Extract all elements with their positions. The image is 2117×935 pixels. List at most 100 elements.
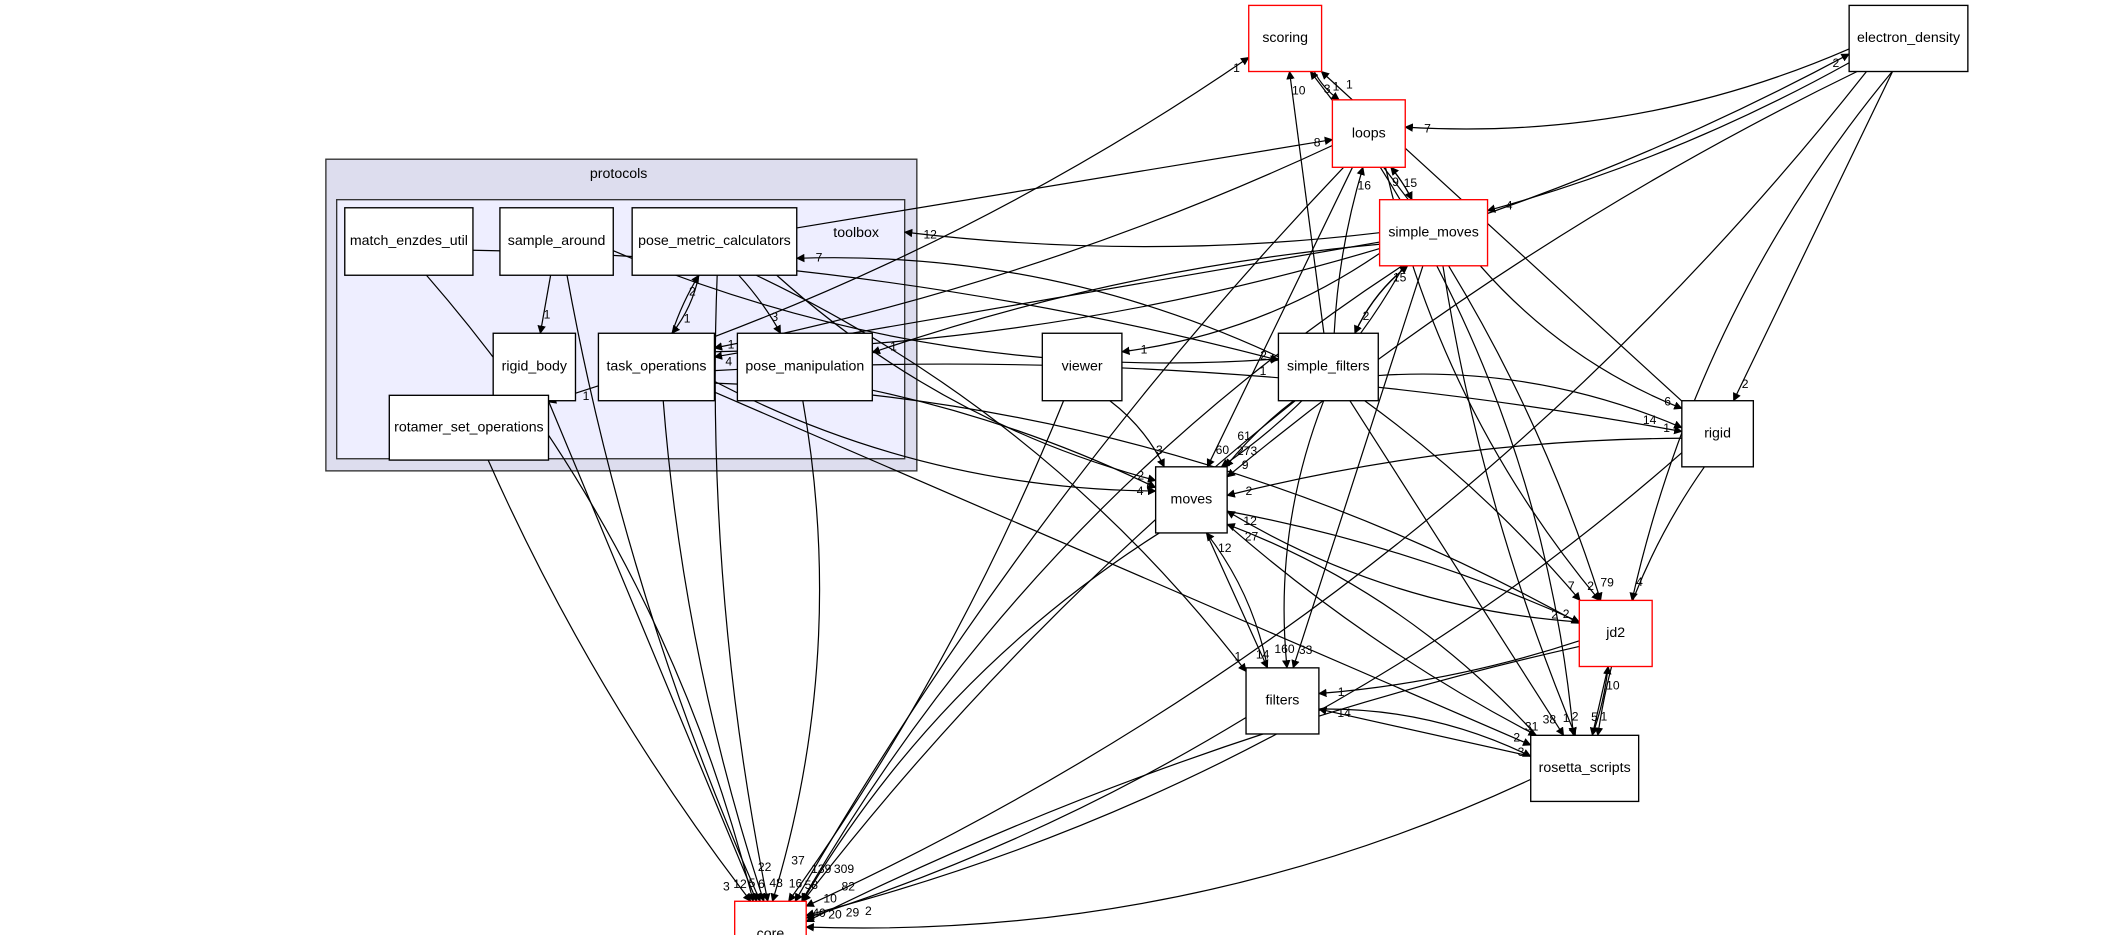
edge-label[interactable]: 2 bbox=[1245, 484, 1252, 498]
edge-label[interactable]: 9 bbox=[1392, 175, 1399, 189]
node-pose_metric_calculators[interactable]: pose_metric_calculators bbox=[631, 207, 798, 276]
edge-label[interactable]: 2 bbox=[1260, 348, 1267, 362]
node-viewer[interactable]: viewer bbox=[1041, 332, 1123, 402]
edge-label[interactable]: 5 bbox=[749, 876, 756, 890]
edge-label[interactable]: 79 bbox=[1600, 575, 1614, 589]
edge-label[interactable]: 61 bbox=[1237, 429, 1251, 443]
edge-label[interactable]: 31 bbox=[1525, 720, 1539, 734]
edge-viewer-to-moves[interactable] bbox=[1109, 400, 1165, 468]
edge-simple_moves-to-toolbox[interactable] bbox=[903, 228, 1380, 248]
edge-label[interactable]: 48 bbox=[769, 876, 783, 890]
edge-label[interactable]: 2 bbox=[1572, 710, 1579, 724]
edge-label[interactable]: 10 bbox=[1606, 678, 1620, 692]
edge-label[interactable]: 4 bbox=[1506, 199, 1513, 213]
edge-moves-to-jd2[interactable] bbox=[1227, 510, 1581, 623]
edge-jd2-to-filters[interactable] bbox=[1318, 640, 1580, 698]
edge-label[interactable]: 160 bbox=[1274, 642, 1294, 656]
edge-label[interactable]: 1 bbox=[544, 308, 551, 322]
edge-label[interactable]: 139 bbox=[811, 862, 831, 876]
edge-label[interactable]: 2 bbox=[1363, 309, 1370, 323]
node-rigid_body[interactable]: rigid_body bbox=[492, 332, 577, 402]
edge-electron_density-to-loops[interactable] bbox=[1404, 48, 1850, 132]
edge-label[interactable]: 7 bbox=[816, 251, 823, 265]
edge-rigid-to-moves[interactable] bbox=[1226, 437, 1682, 498]
edge-label[interactable]: 3 bbox=[723, 879, 730, 893]
edge-sample_around-to-simple_filters[interactable] bbox=[613, 250, 1280, 364]
node-electron_density[interactable]: electron_density bbox=[1848, 4, 1969, 73]
edge-label[interactable]: 1 bbox=[1235, 650, 1242, 664]
edge-rosetta_scripts-to-core[interactable] bbox=[805, 778, 1531, 932]
edge-electron_density-to-simple_moves[interactable] bbox=[1486, 62, 1850, 213]
edge-label[interactable]: 5 bbox=[1591, 710, 1598, 724]
edge-rotamer_set_operations-to-core[interactable] bbox=[487, 459, 752, 902]
edge-simple_filters-to-rigid[interactable] bbox=[1378, 373, 1683, 429]
edge-filters-to-rosetta_scripts[interactable] bbox=[1318, 708, 1532, 757]
edge-sample_around-to-core[interactable] bbox=[566, 275, 762, 903]
node-simple_filters[interactable]: simple_filters bbox=[1277, 332, 1379, 402]
edge-jd2-to-rosetta_scripts[interactable] bbox=[1589, 666, 1609, 737]
edge-label[interactable]: 15 bbox=[1393, 271, 1407, 285]
edge-label[interactable]: 1 bbox=[1333, 80, 1340, 94]
edge-simple_filters-to-rosetta_scripts[interactable] bbox=[1349, 400, 1565, 737]
edge-pose_metric_calculators-to-pose_manipulation[interactable] bbox=[738, 274, 782, 334]
edge-label[interactable]: 273 bbox=[1237, 444, 1257, 458]
edge-rigid-to-core[interactable] bbox=[805, 452, 1683, 918]
edge-filters-to-moves[interactable] bbox=[1205, 532, 1269, 668]
edge-label[interactable]: 6 bbox=[758, 877, 765, 891]
edge-label[interactable]: 2 bbox=[1742, 377, 1749, 391]
edge-label[interactable]: 3 bbox=[1518, 745, 1525, 759]
edge-rosetta_scripts-to-jd2[interactable] bbox=[1591, 665, 1612, 736]
node-moves[interactable]: moves bbox=[1154, 466, 1228, 534]
edge-label[interactable]: 20 bbox=[828, 908, 842, 922]
edge-label[interactable]: 1 bbox=[1563, 711, 1570, 725]
edge-label[interactable]: 2 bbox=[1587, 579, 1594, 593]
edge-label[interactable]: 10 bbox=[1292, 83, 1306, 97]
edge-label[interactable]: 12 bbox=[923, 227, 937, 241]
edge-label[interactable]: 1 bbox=[890, 340, 897, 354]
edge-simple_moves-to-loops[interactable] bbox=[1390, 166, 1413, 200]
node-jd2[interactable]: jd2 bbox=[1578, 599, 1653, 668]
edge-label[interactable]: 15 bbox=[1404, 176, 1418, 190]
edge-loops-to-moves[interactable] bbox=[1206, 167, 1354, 468]
edge-label[interactable]: 27 bbox=[1245, 529, 1259, 543]
edge-label[interactable]: 12 bbox=[1243, 514, 1257, 528]
edge-simple_moves-to-pose_manipulation[interactable] bbox=[871, 243, 1380, 355]
edge-label[interactable]: 309 bbox=[834, 862, 854, 876]
edge-rosetta_scripts-to-filters[interactable] bbox=[1318, 706, 1531, 757]
edge-label[interactable]: 22 bbox=[758, 860, 772, 874]
edge-simple_filters-to-simple_moves[interactable] bbox=[1354, 265, 1409, 334]
edge-filters-to-core[interactable] bbox=[805, 717, 1247, 920]
edge-electron_density-to-moves[interactable] bbox=[1226, 70, 1858, 478]
edge-simple_moves-to-rigid[interactable] bbox=[1479, 265, 1683, 410]
edge-match_enzdes_util-to-core[interactable] bbox=[426, 274, 756, 903]
edge-moves-to-rosetta_scripts[interactable] bbox=[1226, 523, 1538, 736]
edge-label[interactable]: 7 bbox=[1568, 579, 1575, 593]
edge-label[interactable]: 12 bbox=[733, 877, 747, 891]
edge-label[interactable]: 9 bbox=[1242, 458, 1249, 472]
edge-pose_manipulation-to-core[interactable] bbox=[770, 400, 821, 903]
node-pose_manipulation[interactable]: pose_manipulation bbox=[736, 332, 873, 402]
edge-task_operations-to-moves[interactable] bbox=[714, 380, 1157, 496]
edge-label[interactable]: 1 bbox=[728, 337, 735, 351]
edge-viewer-to-core[interactable] bbox=[788, 400, 1065, 902]
edge-label[interactable]: 4 bbox=[1636, 575, 1643, 589]
edge-sample_around-to-rigid_body[interactable] bbox=[537, 275, 552, 335]
edge-label[interactable]: 1 bbox=[1346, 77, 1353, 91]
edge-label[interactable]: 1 bbox=[1601, 710, 1608, 724]
edge-label[interactable]: 4 bbox=[1137, 484, 1144, 498]
edge-simple_filters-to-scoring[interactable] bbox=[1286, 70, 1325, 334]
edge-label[interactable]: 33 bbox=[1299, 643, 1313, 657]
edge-rosetta_scripts-to-moves[interactable] bbox=[1226, 523, 1537, 736]
edge-label[interactable]: 1 bbox=[1260, 364, 1267, 378]
edge-jd2-to-moves[interactable] bbox=[1226, 510, 1580, 623]
edge-task_operations-to-scoring[interactable] bbox=[714, 56, 1250, 338]
edge-loops-to-task_operations[interactable] bbox=[713, 144, 1333, 351]
edge-label[interactable]: 1 bbox=[1233, 61, 1240, 75]
edge-label[interactable]: 8 bbox=[1314, 136, 1321, 150]
edge-task_operations-to-core[interactable] bbox=[662, 400, 766, 903]
edge-label[interactable]: 82 bbox=[841, 879, 855, 893]
edge-rigid_body-to-core[interactable] bbox=[547, 400, 758, 903]
edge-label[interactable]: 3 bbox=[1324, 82, 1331, 96]
edge-label[interactable]: 7 bbox=[1424, 121, 1431, 135]
edge-label[interactable]: 58 bbox=[805, 878, 819, 892]
